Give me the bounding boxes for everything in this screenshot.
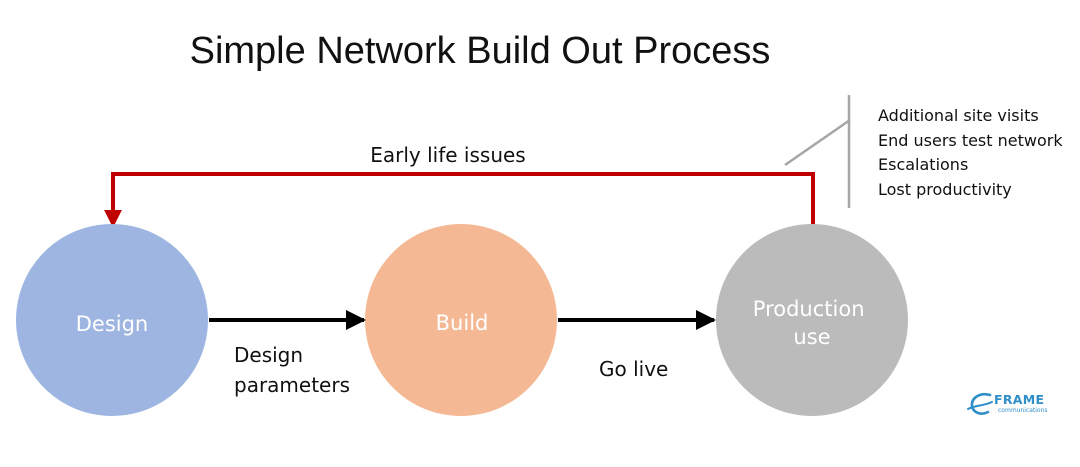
production-use-node [716,224,908,416]
feedback-arrow [104,172,815,228]
design-node-label: Design [76,312,149,336]
feedback-label: Early life issues [370,143,525,167]
page-title: Simple Network Build Out Process [189,30,771,72]
build-node-label: Build [436,311,489,335]
callout-connector [784,118,851,167]
callout-item: End users test network [878,130,1063,150]
callout-item: Additional site visits [878,106,1039,125]
logo-subtitle: communications [998,407,1048,414]
production-use-node-label: Production use [753,297,871,349]
design-to-build-label: Design parameters [234,343,350,397]
callout-item: Escalations [878,155,969,174]
build-node [365,224,557,416]
callout-list: Additional site visits End users test ne… [878,104,1063,202]
logo-name: FRAME [994,392,1045,407]
build-to-production-label: Go live [599,357,668,381]
frame-communications-logo: FRAME communications [966,390,1066,420]
callout-item: Lost productivity [878,179,1012,199]
design-node [16,224,208,416]
production-label-line-1: Production [753,297,865,321]
design-parameters-line-1: Design [234,343,303,367]
logo-swirl-icon [967,392,993,415]
production-label-line-2: use [793,325,830,349]
design-parameters-line-2: parameters [234,373,350,397]
